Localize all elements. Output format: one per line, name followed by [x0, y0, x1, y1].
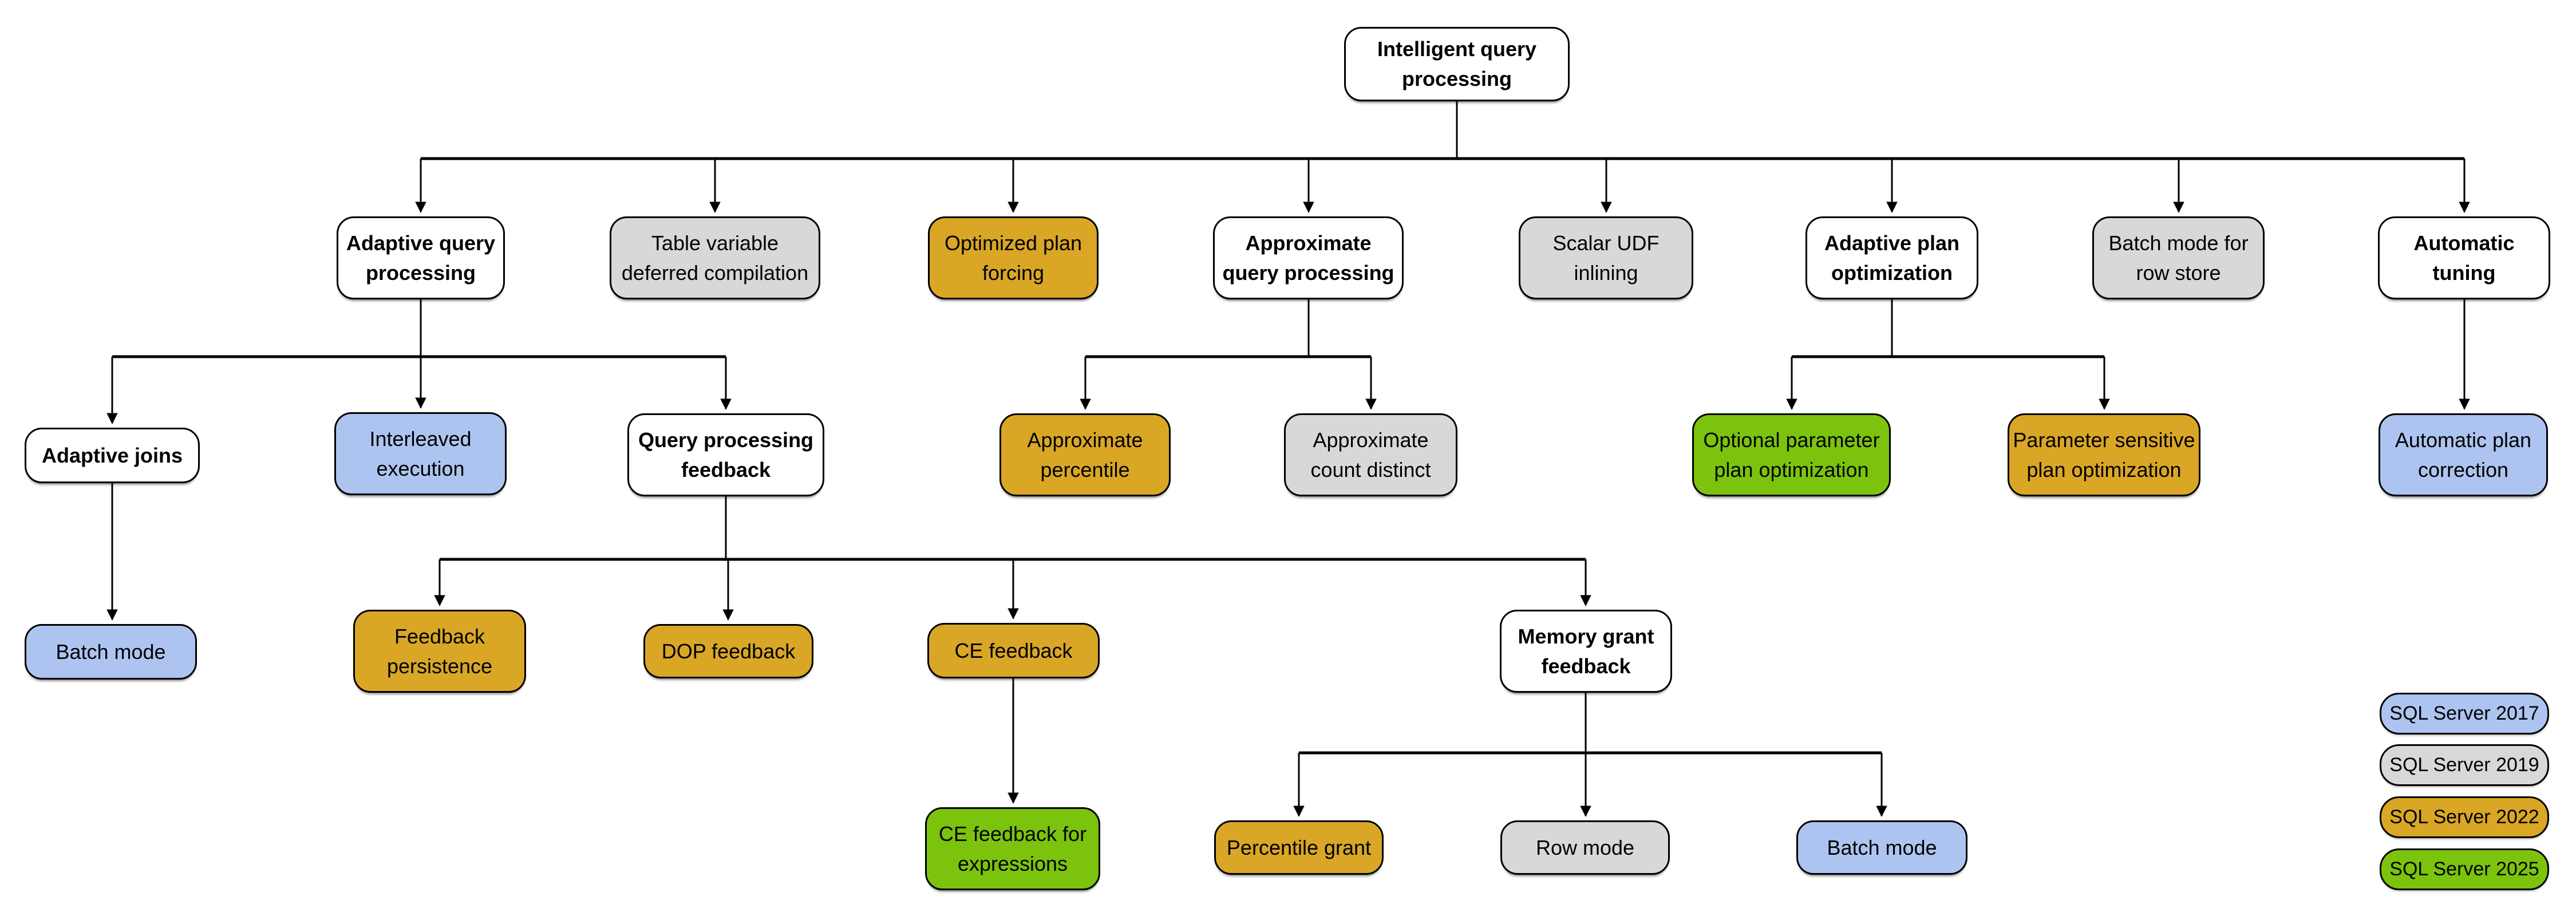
node-adaptive-joins: Adaptive joins: [25, 428, 200, 483]
node-adaptive-plan-optimization: Adaptive plan optimization: [1805, 216, 1978, 299]
node-dop-feedback: DOP feedback: [643, 624, 813, 678]
node-automatic-tuning: Automatic tuning: [2378, 216, 2550, 299]
node-row-mode: Row mode: [1500, 820, 1670, 875]
node-approximate-count-distinct: Approximate count distinct: [1284, 413, 1457, 496]
node-ce-feedback-for-expressions: CE feedback for expressions: [925, 807, 1100, 890]
node-automatic-plan-correction: Automatic plan correction: [2379, 413, 2548, 496]
node-feedback-persistence: Feedback persistence: [353, 610, 526, 693]
node-optional-parameter-plan-optimization: Optional parameter plan optimization: [1692, 413, 1891, 496]
node-parameter-sensitive-plan-optimization: Parameter sensitive plan optimization: [2008, 413, 2200, 496]
node-table-variable-deferred-compilation: Table variable deferred compilation: [610, 216, 820, 299]
node-optimized-plan-forcing: Optimized plan forcing: [928, 216, 1099, 299]
node-interleaved-execution: Interleaved execution: [334, 412, 507, 495]
legend-item-sql-server-2025: SQL Server 2025: [2380, 848, 2549, 890]
node-ce-feedback: CE feedback: [927, 623, 1100, 678]
node-percentile-grant: Percentile grant: [1214, 820, 1384, 875]
legend-item-sql-server-2022: SQL Server 2022: [2380, 796, 2549, 838]
node-scalar-udf-inlining: Scalar UDF inlining: [1519, 216, 1693, 299]
node-batch-mode-under-memory-grant: Batch mode: [1796, 820, 1967, 875]
legend-item-sql-server-2019: SQL Server 2019: [2380, 744, 2549, 786]
node-adaptive-query-processing: Adaptive query processing: [337, 216, 505, 299]
node-memory-grant-feedback: Memory grant feedback: [1500, 610, 1672, 693]
node-approximate-query-processing: Approximate query processing: [1213, 216, 1404, 299]
legend-item-sql-server-2017: SQL Server 2017: [2380, 693, 2549, 735]
node-approximate-percentile: Approximate percentile: [999, 413, 1171, 496]
node-query-processing-feedback: Query processing feedback: [627, 413, 824, 496]
node-batch-mode-for-row-store: Batch mode for row store: [2092, 216, 2265, 299]
node-batch-mode-under-adaptive-joins: Batch mode: [25, 624, 197, 680]
node-intelligent-query-processing: Intelligent query processing: [1344, 27, 1570, 101]
